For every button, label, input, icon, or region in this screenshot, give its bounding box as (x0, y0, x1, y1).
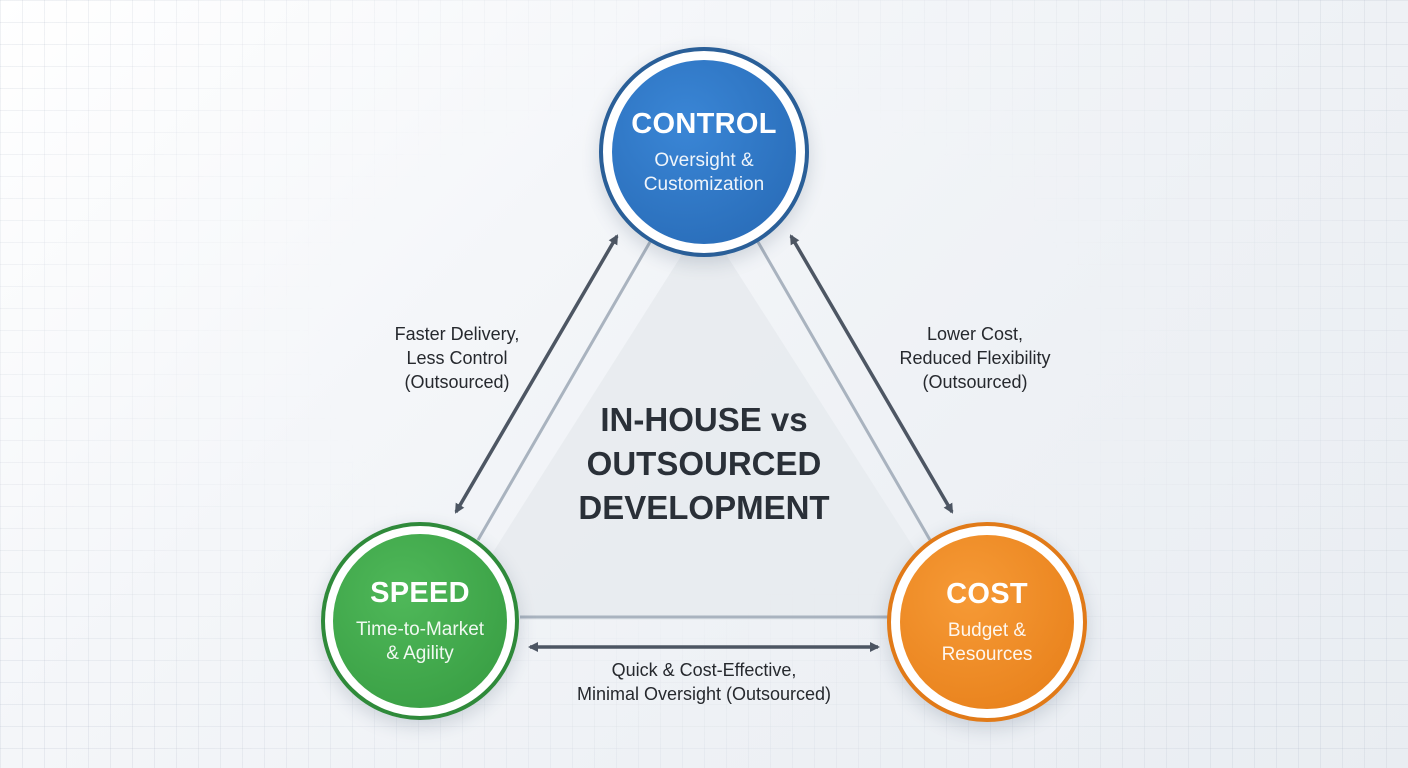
cost-title: COST (946, 577, 1028, 610)
edge-label-control-cost-line1: Lower Cost, (926, 324, 1024, 344)
center-title-line1: IN-HOUSE vs (600, 401, 808, 438)
speed-title: SPEED (370, 576, 470, 609)
cost-sub-line2: Resources (941, 643, 1033, 665)
edge-label-speed-cost-line1: Quick & Cost-Effective, (611, 660, 797, 680)
control-title: CONTROL (631, 107, 777, 140)
control-sub-line1: Oversight & (654, 149, 754, 171)
speed-sub-line2: & Agility (386, 642, 454, 664)
control-node: CONTROL Oversight & Customization (612, 60, 796, 244)
edge-label-control-cost-line2: Reduced Flexibility (899, 348, 1051, 368)
speed-sub-line1: Time-to-Market (355, 618, 485, 640)
cost-sub-line1: Budget & (947, 619, 1027, 641)
edge-label-speed-cost-line2: Minimal Oversight (Outsourced) (576, 684, 832, 704)
edge-label-speed-cost: Quick & Cost-Effective, Minimal Oversigh… (534, 658, 874, 706)
triangle-fill (450, 220, 960, 620)
edge-label-control-speed-line2: Less Control (406, 348, 508, 368)
arrow-control-speed (454, 234, 619, 514)
arrow-control-cost (789, 234, 954, 514)
edge-label-control-speed-line1: Faster Delivery, (394, 324, 520, 344)
control-sub-line2: Customization (643, 173, 765, 195)
center-title-line2: OUTSOURCED (586, 445, 822, 482)
edge-label-control-cost-line3: (Outsourced) (922, 372, 1028, 392)
speed-node: SPEED Time-to-Market & Agility (333, 534, 507, 708)
center-title-line3: DEVELOPMENT (578, 489, 830, 526)
edge-label-control-speed: Faster Delivery, Less Control (Outsource… (352, 322, 562, 394)
edge-label-control-speed-line3: (Outsourced) (404, 372, 510, 392)
cost-node: COST Budget & Resources (900, 535, 1074, 709)
center-title: IN-HOUSE vs OUTSOURCED DEVELOPMENT (554, 398, 854, 530)
edge-label-control-cost: Lower Cost, Reduced Flexibility (Outsour… (860, 322, 1090, 394)
